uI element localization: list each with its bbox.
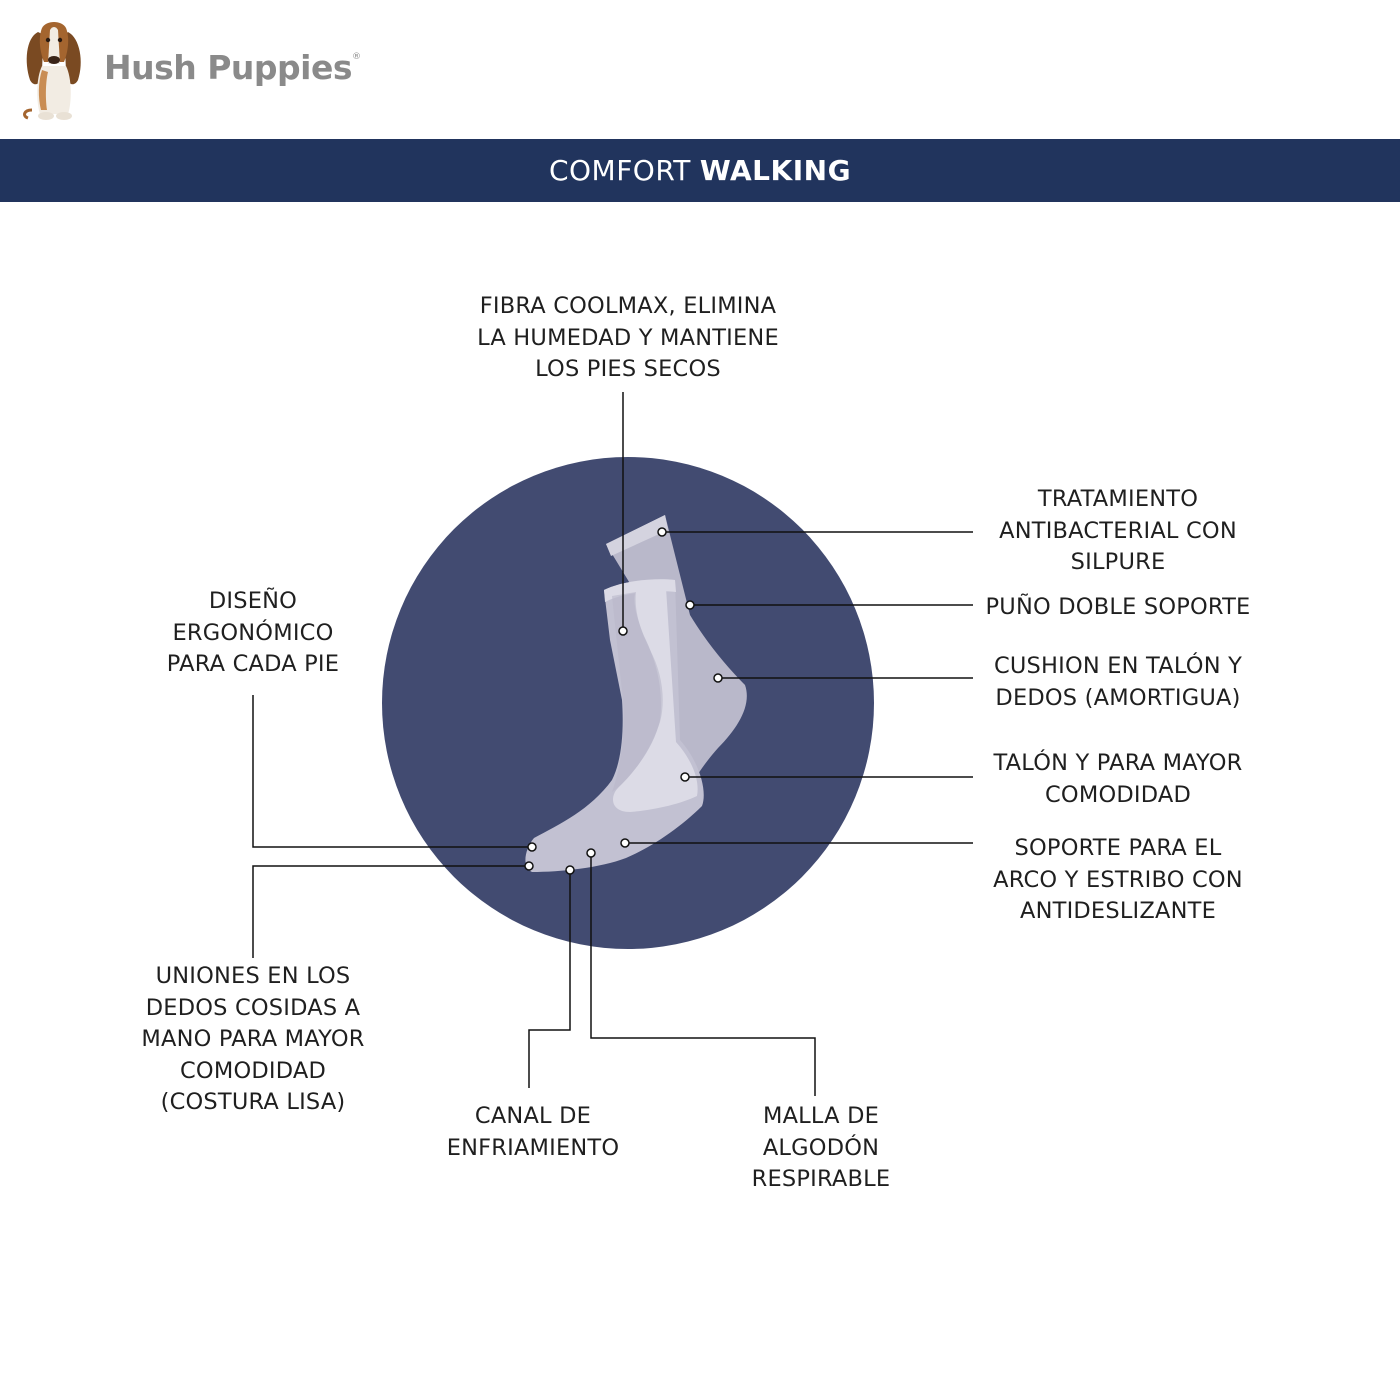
leader-lines: [252, 392, 973, 1096]
point-mesh: [586, 848, 596, 858]
banner-bold-text: WALKING: [699, 154, 852, 187]
title-banner: COMFORT WALKING: [0, 139, 1400, 202]
callout-antibacterial: TRATAMIENTO ANTIBACTERIAL CON SILPURE: [999, 486, 1237, 575]
point-toe-seams: [524, 861, 534, 871]
point-cushion: [713, 673, 723, 683]
brand-logo: Hush Puppies®: [20, 18, 361, 128]
brand-name: Hush Puppies®: [104, 48, 361, 87]
point-ergonomic: [527, 842, 537, 852]
callout-mesh: MALLA DE ALGODÓN RESPIRABLE: [751, 1103, 891, 1192]
callout-cooling: CANAL DE ENFRIAMIENTO: [446, 1103, 620, 1161]
point-cuff: [685, 600, 695, 610]
leader-ergonomic: [252, 695, 532, 848]
callout-coolmax: FIBRA COOLMAX, ELIMINA LA HUMEDAD Y MANT…: [477, 293, 779, 382]
leader-mesh: [590, 853, 816, 1096]
point-arch: [620, 838, 630, 848]
registered-mark: ®: [352, 52, 361, 62]
leader-toe-seams: [252, 865, 529, 958]
callout-arch: SOPORTE PARA EL ARCO Y ESTRIBO CON ANTID…: [993, 835, 1243, 924]
callout-points: [524, 527, 723, 875]
callout-ergonomic: DISEÑO ERGONÓMICO PARA CADA PIE: [166, 588, 340, 677]
callout-cuff: PUÑO DOBLE SOPORTE: [985, 594, 1251, 620]
point-cooling: [565, 865, 575, 875]
point-coolmax: [618, 626, 628, 636]
callout-heel: TALÓN Y PARA MAYOR COMODIDAD: [993, 750, 1243, 808]
callout-cushion: CUSHION EN TALÓN Y DEDOS (AMORTIGUA): [993, 653, 1243, 711]
callout-toe-seams: UNIONES EN LOS DEDOS COSIDAS A MANO PARA…: [141, 963, 365, 1115]
banner-light-text: COMFORT: [548, 154, 691, 187]
point-antibacterial: [657, 527, 667, 537]
back-sock-opening: [606, 515, 668, 556]
point-heel: [680, 772, 690, 782]
basset-hound-icon: [23, 22, 81, 120]
leader-cooling: [528, 870, 571, 1088]
front-sock-highlight: [613, 588, 698, 812]
front-sock-shadow: [612, 592, 663, 792]
